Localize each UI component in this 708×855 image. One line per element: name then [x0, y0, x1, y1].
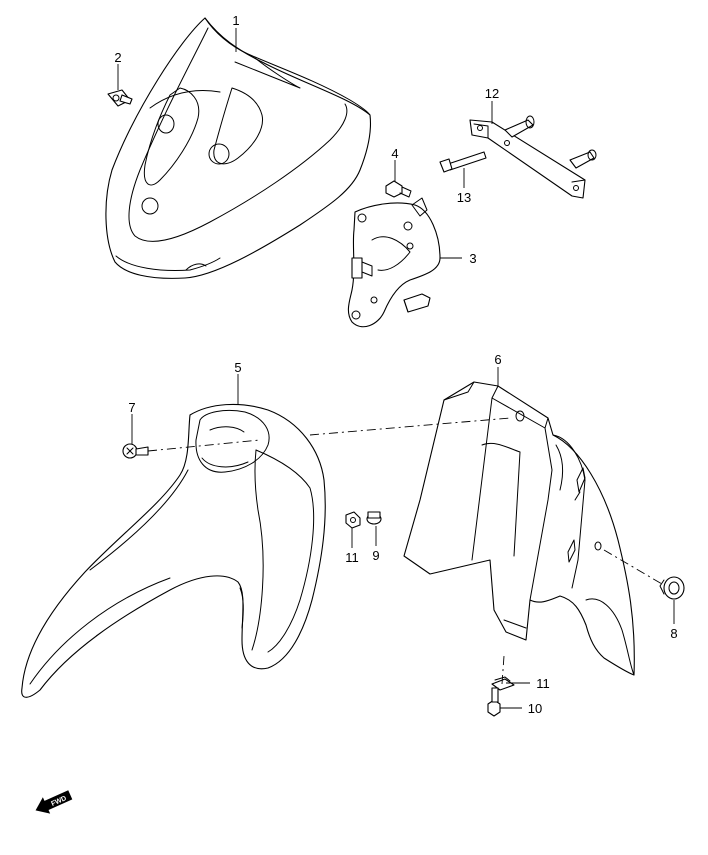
part-13-bolt: [439, 151, 487, 173]
part-4-bolt: [385, 180, 412, 198]
callout-13: 13: [457, 190, 471, 205]
part-7-clip: [122, 443, 149, 459]
callout-11-upper: 11: [345, 550, 359, 565]
callout-10: 10: [528, 701, 542, 716]
part-12-stay: [469, 115, 597, 199]
part-10-bolt: [487, 687, 501, 717]
forward-label: FWD: [50, 795, 67, 808]
callout-3: 3: [469, 251, 476, 266]
leader-lines: [117, 28, 675, 709]
part-11-nut-upper: [345, 511, 361, 529]
part-8-grommet: [659, 576, 685, 600]
callout-5: 5: [234, 360, 241, 375]
callout-11-lower: 11: [536, 676, 550, 691]
callout-8: 8: [670, 626, 677, 641]
part-5-front-fender: [21, 403, 326, 698]
forward-arrow-icon: FWD: [35, 790, 73, 814]
part-2-screw: [107, 89, 133, 107]
part-6-inner-fender: [403, 381, 635, 676]
callout-labels: 1 2 3 4 5 6 7 8 9 10 11 11 12 13: [114, 13, 677, 716]
callout-12: 12: [485, 86, 499, 101]
callout-2: 2: [114, 50, 121, 65]
assembly-lines: [147, 417, 663, 685]
part-9-screw: [366, 511, 382, 525]
part-1-front-cowl: [105, 17, 372, 279]
callout-6: 6: [494, 352, 501, 367]
callout-9: 9: [372, 548, 379, 563]
callout-4: 4: [391, 146, 398, 161]
callout-7: 7: [128, 400, 135, 415]
part-3-bracket: [347, 197, 441, 328]
callout-1: 1: [232, 13, 239, 28]
